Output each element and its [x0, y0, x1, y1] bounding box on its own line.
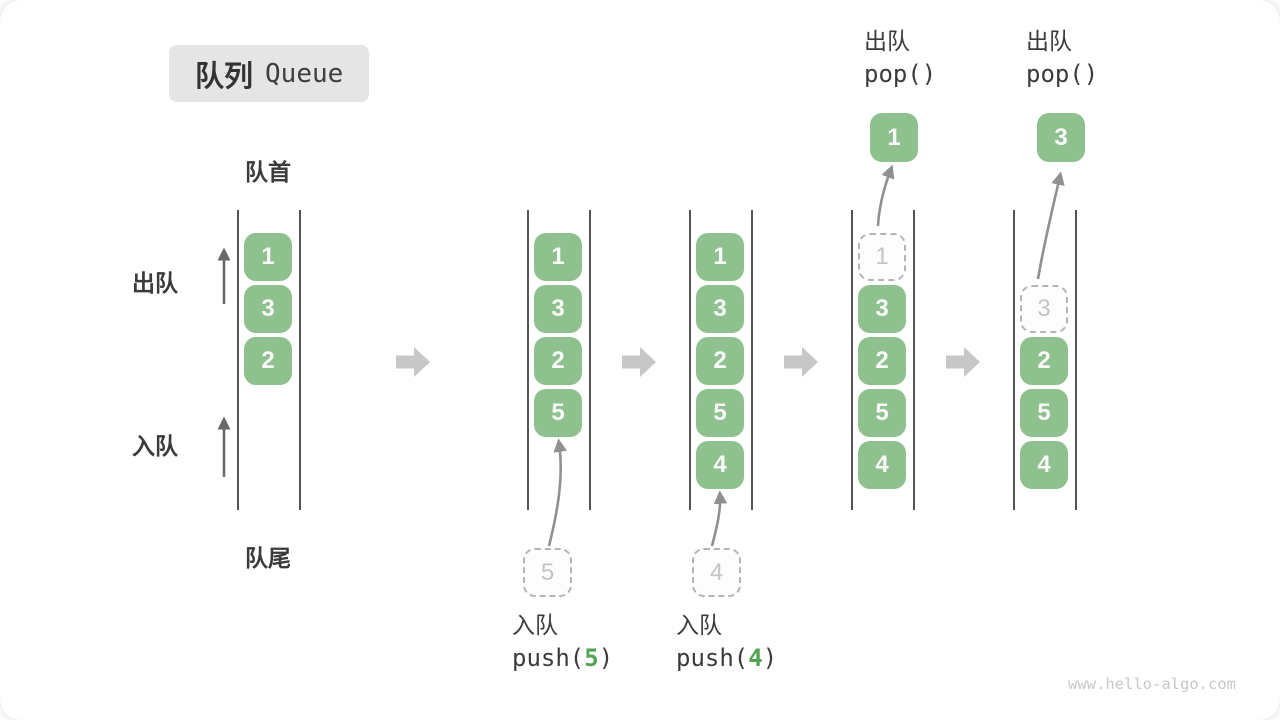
- queue-element: 3: [696, 285, 744, 333]
- title-zh: 队列: [195, 60, 254, 93]
- enqueue-operation-caption: 入队 push(4): [676, 612, 777, 671]
- incoming-element: 5: [523, 548, 572, 597]
- queue-element: 2: [244, 337, 292, 385]
- queue-container-line: [237, 210, 239, 510]
- label-queue-front: 队首: [245, 159, 291, 185]
- transfer-curved-up-arrow-icon: [876, 164, 895, 227]
- enqueue-code: push(4): [676, 646, 777, 670]
- label-dequeue-direction: 出队: [132, 270, 178, 296]
- popped-element: 3: [1037, 113, 1085, 162]
- queue-element-removed: 1: [858, 233, 906, 281]
- queue-element: 2: [1020, 337, 1068, 385]
- queue-element: 3: [534, 285, 582, 333]
- dequeue-code: pop(): [864, 60, 937, 88]
- enqueue-label: 入队: [676, 612, 722, 638]
- enqueue-code: push(5): [512, 646, 613, 670]
- queue-element: 2: [696, 337, 744, 385]
- title-box: 队列 Queue: [169, 45, 370, 102]
- queue-element: 2: [858, 337, 906, 385]
- code-arg: 5: [584, 644, 599, 672]
- queue-element: 3: [858, 285, 906, 333]
- queue-container-line: [1013, 210, 1015, 510]
- queue-element: 4: [1020, 441, 1068, 489]
- queue-container-line: [689, 210, 691, 510]
- code-post: ): [762, 644, 778, 672]
- queue-container-line: [589, 210, 591, 510]
- queue-container-line: [913, 210, 915, 510]
- queue-element: 5: [1020, 389, 1068, 437]
- queue-container-line: [851, 210, 853, 510]
- enqueue-operation-caption: 入队 push(5): [512, 612, 613, 671]
- code-arg: 4: [748, 644, 763, 672]
- label-enqueue-direction: 入队: [132, 433, 178, 459]
- enqueue-label: 入队: [512, 612, 558, 638]
- queue-element: 3: [244, 285, 292, 333]
- step-block-right-arrow-icon: [396, 347, 430, 377]
- dequeue-label: 出队: [1026, 28, 1072, 54]
- incoming-element: 4: [692, 548, 741, 597]
- transfer-curved-up-arrow-icon: [1036, 171, 1065, 280]
- queue-container-line: [299, 210, 301, 510]
- transfer-curved-up-arrow-icon: [710, 490, 728, 547]
- queue-element: 5: [696, 389, 744, 437]
- queue-element: 4: [858, 441, 906, 489]
- dequeue-operation-header: 出队 pop(): [1026, 28, 1099, 88]
- step-block-right-arrow-icon: [946, 347, 980, 377]
- dequeue-code: pop(): [1026, 60, 1099, 88]
- transfer-curved-up-arrow-icon: [547, 438, 567, 547]
- queue-element: 5: [858, 389, 906, 437]
- watermark: www.hello-algo.com: [1068, 675, 1236, 693]
- queue-container-line: [527, 210, 529, 510]
- code-pre: push(: [512, 644, 585, 672]
- queue-container-line: [1075, 210, 1077, 510]
- queue-element: 1: [244, 233, 292, 281]
- queue-container-line: [751, 210, 753, 510]
- queue-element: 1: [534, 233, 582, 281]
- queue-element: 4: [696, 441, 744, 489]
- code-pre: push(: [676, 644, 749, 672]
- popped-element: 1: [870, 113, 918, 162]
- queue-element: 1: [696, 233, 744, 281]
- step-block-right-arrow-icon: [622, 347, 656, 377]
- code-post: ): [598, 644, 614, 672]
- step-block-right-arrow-icon: [784, 347, 818, 377]
- dequeue-label: 出队: [864, 28, 910, 54]
- title-en: Queue: [265, 58, 344, 89]
- label-queue-rear: 队尾: [245, 545, 291, 571]
- queue-element-removed: 3: [1020, 285, 1068, 333]
- queue-element: 2: [534, 337, 582, 385]
- dequeue-operation-header: 出队 pop(): [864, 28, 937, 88]
- queue-element: 5: [534, 389, 582, 437]
